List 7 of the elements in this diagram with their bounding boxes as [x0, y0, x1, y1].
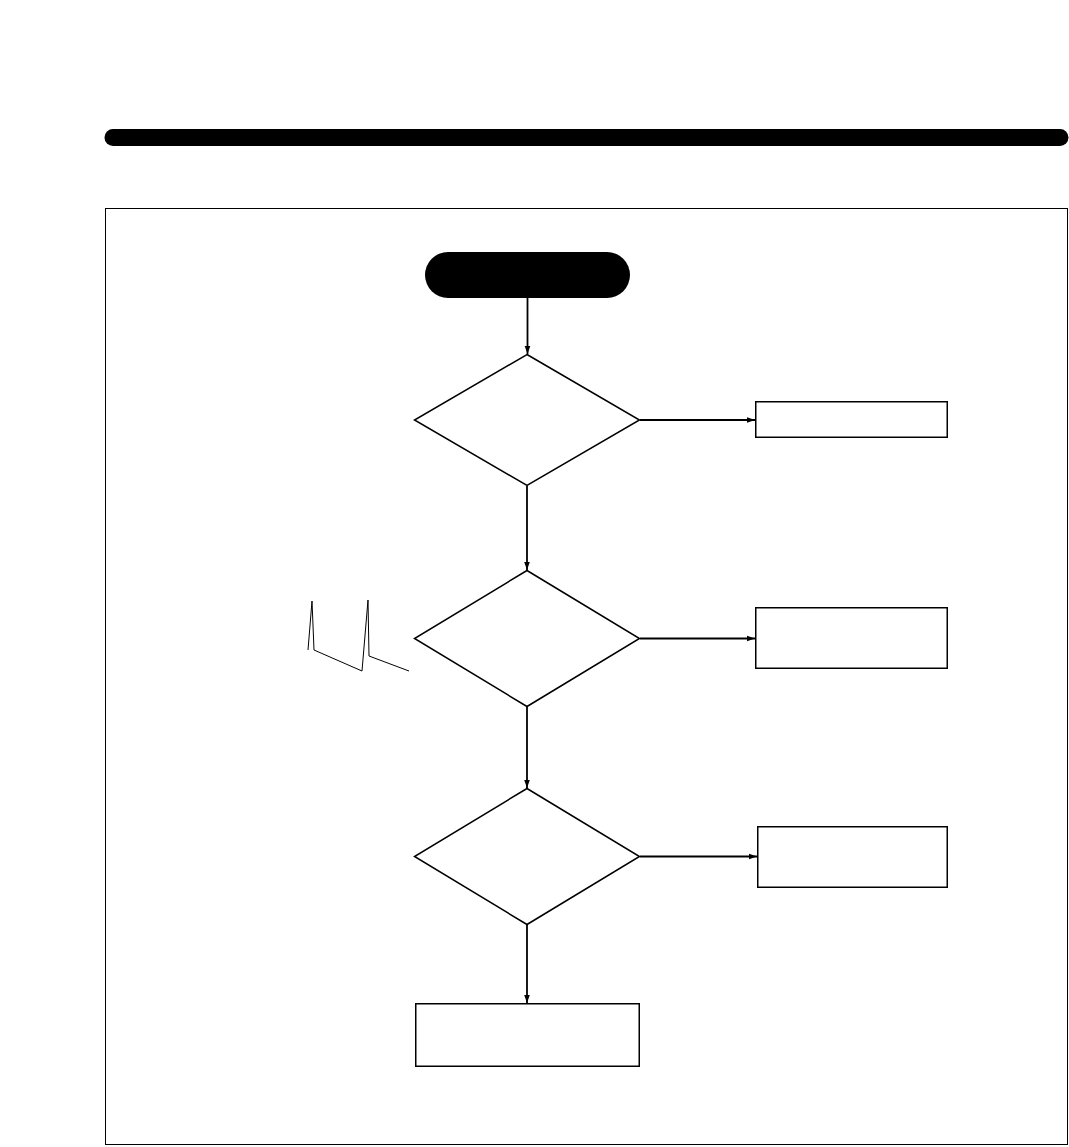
arrow: [639, 417, 756, 423]
arrow: [524, 485, 530, 571]
arrow: [524, 297, 531, 355]
arrow: [524, 706, 530, 789]
arrow: [639, 853, 758, 860]
arrow: [639, 635, 756, 642]
arrow: [524, 924, 530, 1004]
